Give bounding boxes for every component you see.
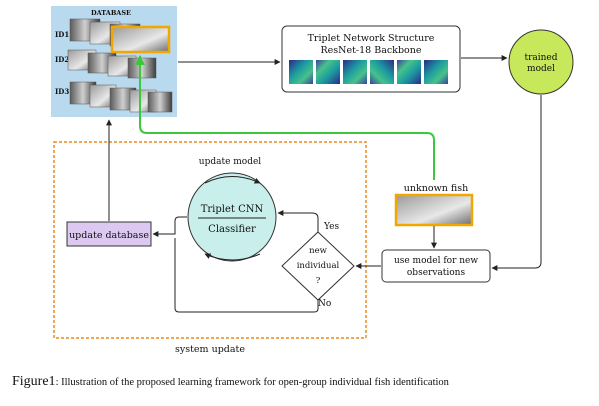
use-model-line1: use model for new	[394, 256, 478, 266]
use-model-line2: observations	[407, 268, 466, 278]
cnn-subtitle: Classifier	[208, 224, 256, 235]
arrow-decision-no-path	[174, 238, 319, 313]
update-database-box: update database	[66, 221, 152, 247]
id3-fish-images	[69, 81, 173, 113]
decision-line3: ?	[316, 276, 321, 286]
update-database-label: update database	[69, 230, 149, 241]
unknown-fish-label: unknown fish	[404, 183, 468, 194]
database-highlighted-fish	[110, 25, 171, 54]
caption-text: : Illustration of the proposed learning …	[55, 377, 449, 388]
feature-map-images	[289, 60, 448, 84]
arrow-unknown-fish-to-database	[135, 55, 435, 180]
caption-prefix: Figure1	[12, 374, 56, 389]
system-update-region	[53, 141, 367, 339]
decision-no-label: No	[318, 299, 331, 309]
arrow-decision-yes-to-cnn	[277, 210, 319, 232]
figure-caption: Figure1: Illustration of the proposed le…	[12, 374, 592, 390]
update-model-cycle-arrow-bottom	[204, 253, 261, 261]
update-model-label: update model	[199, 157, 262, 167]
trained-model-line1: trained	[524, 53, 557, 63]
triplet-cnn-node: Triplet CNN Classifier	[187, 172, 277, 262]
row-label-id2: ID2	[55, 55, 69, 64]
arrow-cnn-to-update-database	[152, 216, 187, 237]
decision-line2: individual	[297, 261, 340, 271]
backbone-title: Triplet Network Structure	[308, 33, 435, 44]
database-panel: DATABASE ID1 ID2 ID3	[51, 6, 177, 117]
use-model-box: use model for new observations	[381, 249, 491, 283]
backbone-subtitle: ResNet-18 Backbone	[321, 45, 422, 56]
update-model-cycle-arrow-top	[204, 176, 261, 184]
row-label-id1: ID1	[55, 30, 69, 39]
cnn-title: Triplet CNN	[201, 204, 264, 215]
arrow-trained-model-to-use-model	[491, 95, 542, 271]
database-title: DATABASE	[91, 9, 131, 17]
decision-yes-label: Yes	[323, 222, 339, 232]
backbone-box: Triplet Network Structure ResNet-18 Back…	[281, 25, 461, 93]
trained-model-node: trained model	[508, 29, 574, 95]
trained-model-line2: model	[527, 64, 555, 74]
decision-line1: new	[309, 246, 328, 256]
decision-diamond: new individual ?	[281, 231, 355, 301]
system-update-label: system update	[175, 344, 245, 355]
unknown-fish-image	[394, 193, 474, 227]
row-label-id3: ID3	[55, 87, 69, 96]
